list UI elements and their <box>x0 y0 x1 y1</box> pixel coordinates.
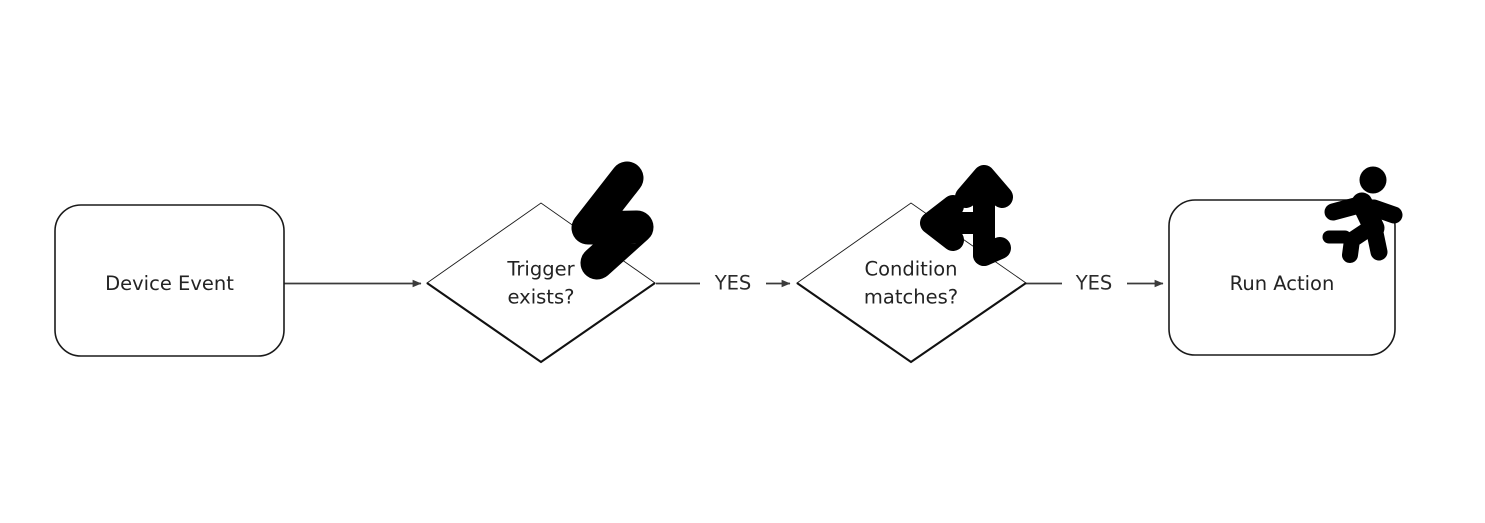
condition-label-line2: matches? <box>864 286 958 309</box>
fork-arrow-icon <box>920 165 1013 266</box>
edge-trigger-to-condition: YES <box>656 272 791 295</box>
trigger-label-line2: exists? <box>508 286 575 309</box>
condition-label-line1: Condition <box>864 258 957 281</box>
trigger-diamond-lower-edge <box>426 282 656 364</box>
node-trigger-exists[interactable]: Trigger exists? <box>426 161 656 364</box>
condition-diamond-lower-edge <box>796 282 1027 364</box>
edge-label-yes-2: YES <box>1075 272 1113 295</box>
device-event-box[interactable] <box>54 204 285 357</box>
edge-label-yes-1: YES <box>714 272 752 295</box>
run-action-label: Run Action <box>1230 272 1335 295</box>
node-run-action[interactable]: Run Action <box>1168 166 1403 356</box>
node-condition-matches[interactable]: Condition matches? <box>796 165 1027 364</box>
node-device-event[interactable]: Device Event <box>54 204 285 357</box>
trigger-label-line1: Trigger <box>506 258 575 281</box>
edge-condition-to-action: YES <box>1026 272 1164 295</box>
lightning-bolt-icon <box>571 161 654 280</box>
device-event-label: Device Event <box>105 272 234 295</box>
running-person-icon <box>1322 166 1403 263</box>
